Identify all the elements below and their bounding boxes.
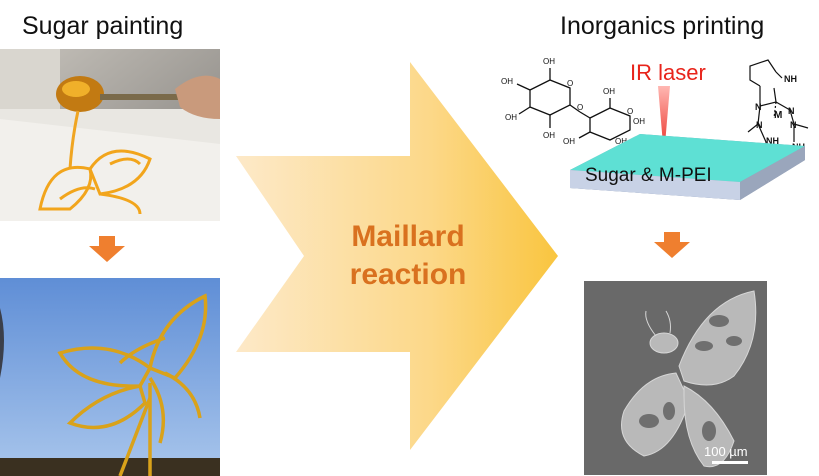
maillard-reaction-label: Maillard reaction (318, 218, 498, 294)
sugar-painting-photo (0, 49, 220, 221)
sem-scale-label: 100 µm (704, 444, 748, 459)
laser-beam (658, 86, 670, 156)
complex-label-n-1: N (755, 102, 762, 112)
sugar-label-oh-2: OH (501, 77, 513, 86)
sugar-label-oh-6: OH (563, 137, 575, 145)
maillard-label-line1: Maillard (351, 220, 465, 253)
ir-laser-label: IR laser (630, 60, 706, 85)
sugar-butterfly-photo (0, 278, 220, 476)
right-down-arrow (654, 232, 690, 258)
sem-scale-bar (712, 461, 748, 464)
sugar-label-o-3: O (627, 107, 633, 116)
complex-label-n-3: N (756, 120, 763, 130)
inorganics-printing-title: Inorganics printing (560, 12, 765, 40)
sugar-label-oh-5: OH (603, 87, 615, 96)
sugar-label-oh-3: OH (505, 113, 517, 122)
maillard-label-line2: reaction (349, 258, 467, 291)
substrate-label: Sugar & M-PEI (585, 165, 712, 186)
complex-label-n-2: N (788, 106, 795, 116)
sugar-molecule-structure: OH OH OH OH OH OH OH OH O O O (501, 57, 645, 145)
sugar-painting-title: Sugar painting (22, 12, 184, 40)
big-process-arrow (236, 62, 558, 450)
complex-label-nh-3: NH (766, 136, 779, 146)
sugar-label-o-1: O (567, 79, 573, 88)
sugar-label-oh-8: OH (615, 137, 627, 145)
sem-butterfly-image (584, 281, 767, 475)
sugar-label-oh-4: OH (543, 131, 555, 140)
sugar-label-oh-1: OH (543, 57, 555, 66)
left-down-arrow (89, 236, 125, 262)
sugar-label-oh-7: OH (633, 117, 645, 126)
substrate-slab (570, 134, 805, 200)
complex-label-metal: M (774, 110, 782, 121)
complex-label-n-4: N (790, 120, 797, 130)
complex-label-nh-1: NH (784, 74, 797, 84)
sugar-label-o-2: O (577, 103, 583, 112)
